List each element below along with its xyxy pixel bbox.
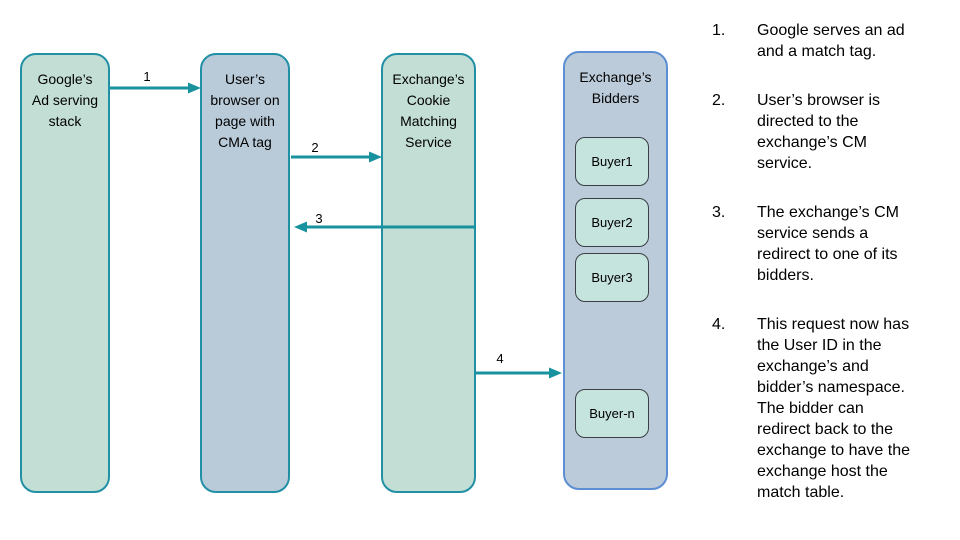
node-exchange-bidders: Exchange’s Bidders Buyer1 Buyer2 Buyer3 … (563, 51, 668, 490)
steps-list: 1. Google serves an ad and a match tag. … (712, 20, 954, 531)
step-text: Google serves an ad and a match tag. (757, 22, 905, 60)
step-number: 2. (712, 92, 726, 109)
buyer-label: Buyer1 (591, 154, 633, 169)
arrow-2 (291, 151, 382, 163)
node-user-browser: User’s browser on page with CMA tag (200, 53, 290, 493)
node-label: Exchange’s Cookie Matching Service (392, 71, 465, 150)
step-item-3: 3. The exchange’s CM service sends a red… (712, 202, 954, 286)
buyer-label: Buyer3 (591, 270, 633, 285)
arrow-label-3: 3 (315, 211, 323, 226)
step-text: This request now has the User ID in the … (757, 316, 911, 501)
node-cookie-matching-service: Exchange’s Cookie Matching Service (381, 53, 476, 493)
step-text: User’s browser is directed to the exchan… (757, 92, 880, 172)
step-number: 1. (712, 22, 726, 39)
arrow-4 (476, 367, 562, 379)
arrow-label-2: 2 (311, 140, 319, 155)
node-label: User’s browser on page with CMA tag (210, 71, 280, 150)
step-item-4: 4. This request now has the User ID in t… (712, 314, 954, 503)
buyer-box-1: Buyer1 (575, 137, 649, 186)
buyer-box-3: Buyer3 (575, 253, 649, 302)
arrow-1 (110, 82, 201, 94)
buyer-label: Buyer-n (589, 406, 635, 421)
step-item-2: 2. User’s browser is directed to the exc… (712, 90, 954, 174)
buyer-label: Buyer2 (591, 215, 633, 230)
arrow-label-1: 1 (143, 69, 151, 84)
step-number: 3. (712, 204, 726, 221)
arrow-label-4: 4 (496, 351, 504, 366)
node-google-ad-serving-stack: Google’s Ad serving stack (20, 53, 110, 493)
step-number: 4. (712, 316, 726, 333)
node-label: Google’s Ad serving stack (31, 71, 99, 129)
buyer-box-2: Buyer2 (575, 198, 649, 247)
step-text: The exchange’s CM service sends a redire… (757, 204, 899, 284)
node-label: Exchange’s Bidders (579, 69, 652, 106)
step-item-1: 1. Google serves an ad and a match tag. (712, 20, 954, 62)
buyer-box-n: Buyer-n (575, 389, 649, 438)
